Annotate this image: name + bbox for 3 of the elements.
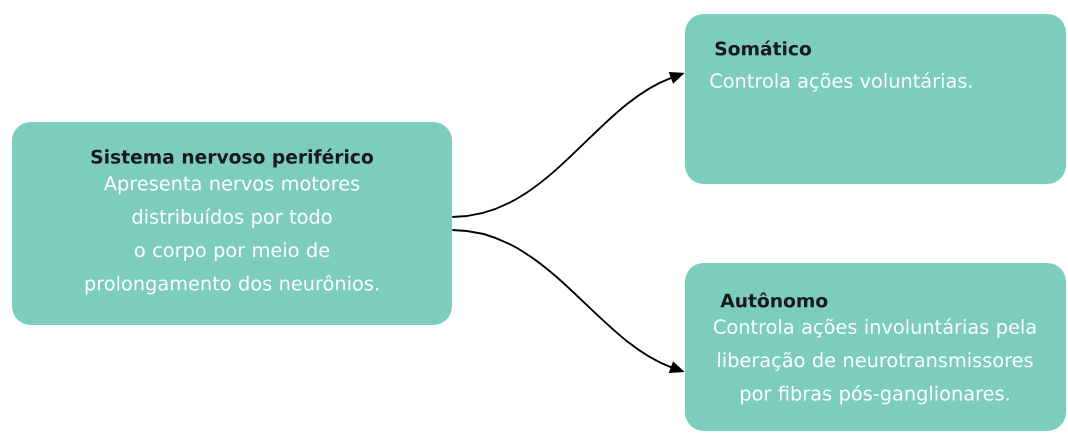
process-box: Sistema nervoso periférico Apresenta nervos motores distribuídos por todo o corpo por meio de prolongamento dos neurônios. bbox=[12, 122, 452, 325]
process-box: Autônomo Controla ações involuntárias pela liberação de neurotransmissores por fibras pós-ganglionares. bbox=[684, 263, 1067, 431]
process-box: Somático Controla ações voluntárias. bbox=[684, 14, 1067, 184]
